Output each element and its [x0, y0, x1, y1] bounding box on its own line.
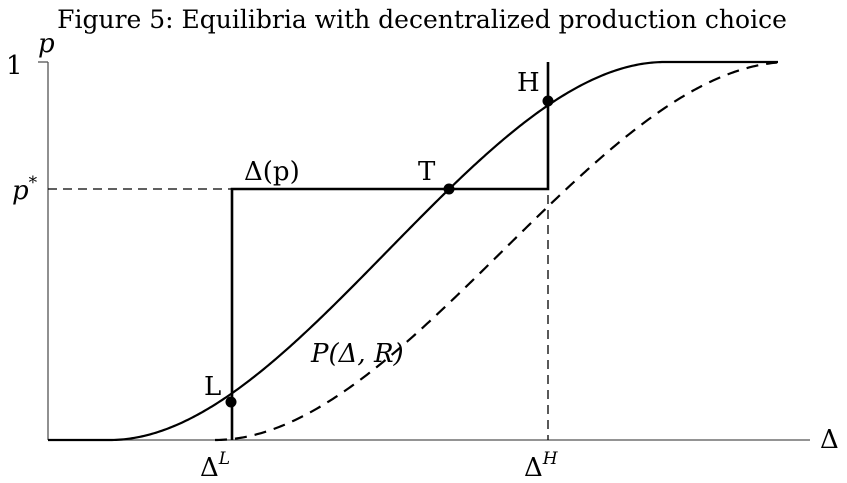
- shifted-p-curve-dashed: [214, 61, 778, 442]
- delta-p-step-curve: [230, 62, 550, 440]
- delta-l-tick-label: ΔL: [200, 449, 230, 483]
- p-delta-r-curve: [48, 60, 778, 442]
- delta-h-tick-label: ΔH: [524, 449, 559, 483]
- p-axis-label: p: [38, 29, 55, 59]
- point-l-label: L: [204, 372, 221, 402]
- point-l-marker: [225, 396, 237, 408]
- figure-title: Figure 5: Equilibria with decentralized …: [57, 5, 787, 34]
- point-t-label: T: [418, 157, 436, 187]
- delta-axis-label: Δ: [820, 425, 839, 455]
- p-delta-r-curve-label: P(Δ, R): [310, 339, 404, 369]
- point-h-marker: [542, 95, 554, 107]
- point-t-marker: [443, 183, 455, 195]
- one-tick-label: 1: [6, 51, 23, 81]
- delta-p-curve-label: Δ(p): [244, 157, 300, 187]
- p-star-label: p*: [12, 173, 38, 206]
- point-h-label: H: [517, 68, 540, 98]
